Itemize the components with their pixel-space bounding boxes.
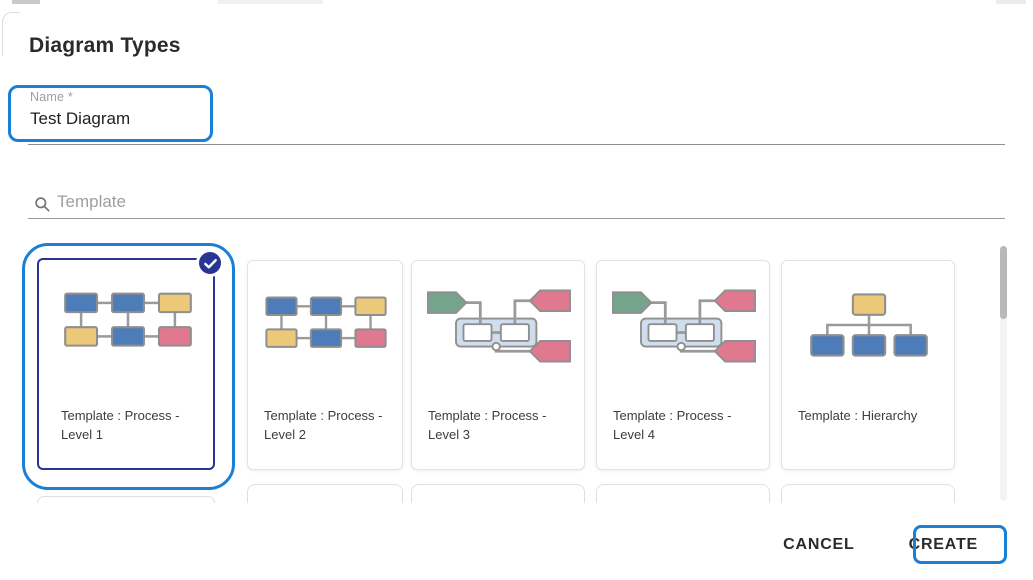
hierarchy-tree-thumbnail (810, 293, 928, 357)
template-card-label: Template : Process - Level 4 (613, 408, 732, 442)
template-card-partial[interactable] (247, 484, 403, 503)
template-card-partial[interactable] (411, 484, 585, 503)
template-card-partial[interactable] (781, 484, 955, 503)
name-field-label: Name * (30, 90, 73, 104)
template-card-label: Template : Process - Level 2 (264, 408, 383, 442)
scrollbar-track[interactable] (1000, 246, 1007, 501)
template-card-label: Template : Process - Level 3 (428, 408, 547, 442)
dialog-action-bar: CANCEL CREATE (773, 528, 988, 562)
name-field-underline (28, 144, 1005, 145)
nested-flow-thumbnail (612, 289, 756, 363)
background-page-artifact (12, 0, 40, 4)
selected-check-icon (196, 249, 224, 277)
template-card-hierarchy[interactable]: Template : Hierarchy (781, 260, 955, 470)
template-search-underline (28, 218, 1005, 219)
template-card-partial[interactable] (596, 484, 770, 503)
template-card-process-level-1[interactable]: Template : Process - Level 1 (37, 249, 224, 470)
template-card-partial[interactable] (37, 496, 215, 503)
name-input[interactable] (30, 109, 630, 129)
nested-flow-thumbnail (427, 289, 571, 363)
search-icon (35, 197, 50, 212)
template-card-process-level-2[interactable]: Template : Process - Level 2 (247, 260, 403, 470)
two-row-flow-thumbnail (64, 292, 192, 347)
cancel-button[interactable]: CANCEL (773, 528, 864, 562)
template-card-process-level-4[interactable]: Template : Process - Level 4 (596, 260, 770, 470)
template-card-process-level-3[interactable]: Template : Process - Level 3 (411, 260, 585, 470)
template-card-label: Template : Process - Level 1 (61, 408, 180, 442)
dialog-title: Diagram Types (29, 34, 181, 57)
template-search-input[interactable] (57, 192, 457, 212)
scrollbar-thumb[interactable] (1000, 246, 1007, 319)
two-row-flow-thumbnail (265, 296, 387, 348)
template-card-label: Template : Hierarchy (798, 408, 918, 423)
background-page-artifact (996, 0, 1026, 4)
create-button[interactable]: CREATE (899, 528, 988, 562)
dialog-corner-edge (2, 12, 20, 56)
background-page-artifact (218, 0, 323, 4)
